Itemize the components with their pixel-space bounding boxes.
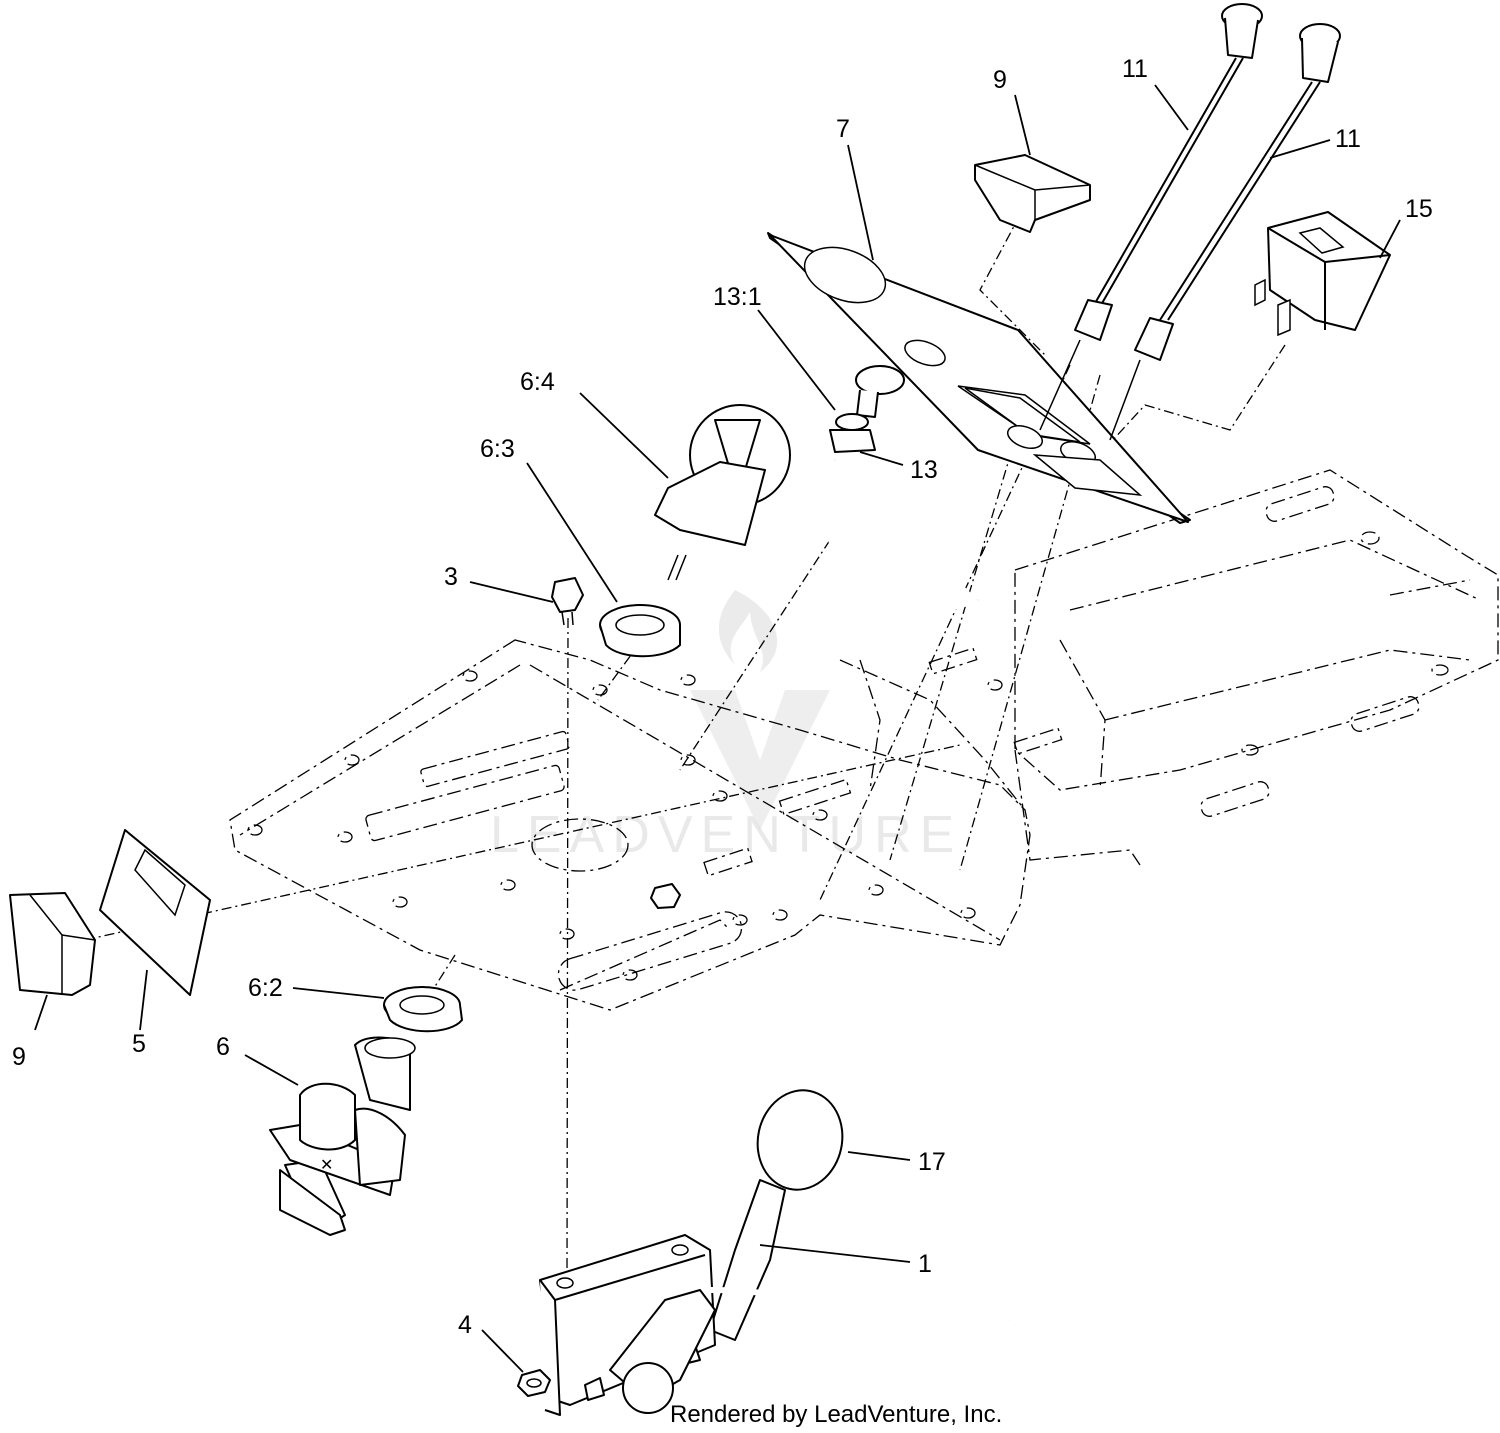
callout-6-2: 6:2 — [248, 974, 283, 1002]
throttle-control-part-1[interactable] — [539, 1179, 1011, 1416]
frame-phantom — [1014, 469, 1499, 866]
panel-hole-large — [803, 246, 887, 304]
callout-6-4: 6:4 — [520, 368, 555, 396]
callout-13-1: 13:1 — [713, 283, 762, 311]
indicator-lamp-part-11a[interactable] — [1039, 3, 1263, 431]
bezel-part-5[interactable] — [99, 829, 211, 996]
callout-6: 6 — [216, 1033, 230, 1061]
callout-9-lower: 9 — [12, 1043, 26, 1071]
panel-part-7[interactable] — [767, 232, 1191, 524]
callout-15: 15 — [1405, 195, 1433, 223]
cap-part-9-upper[interactable] — [974, 154, 1091, 233]
callout-7: 7 — [836, 115, 850, 143]
mounting-plate-phantom — [229, 639, 1063, 1011]
callout-6-3: 6:3 — [480, 435, 515, 463]
knob-part-17[interactable] — [749, 1082, 852, 1197]
choke-cable-part-13[interactable] — [823, 365, 979, 615]
watermark-flame-icon — [718, 590, 778, 672]
panel-hole-small — [904, 339, 946, 367]
switch-marking: ✕ — [320, 1157, 333, 1174]
render-credit: Rendered by LeadVenture, Inc. — [670, 1401, 1002, 1428]
ignition-switch-part-6[interactable]: ✕ — [269, 1036, 416, 1236]
callout-5: 5 — [132, 1030, 146, 1058]
nut-part-6-2[interactable] — [383, 986, 463, 1033]
callout-17: 17 — [918, 1148, 946, 1176]
indicator-lamp-part-11b[interactable] — [1109, 23, 1341, 441]
callout-1: 1 — [918, 1250, 932, 1278]
cap-part-9-lower[interactable] — [9, 892, 96, 996]
callout-4: 4 — [458, 1311, 472, 1339]
panel-rect-opening — [964, 387, 1081, 443]
callout-labels: 11 11 9 7 15 13:1 6:4 13 6:3 3 6:2 6 9 5… — [12, 55, 1433, 1339]
watermark: LEADVENTURE — [490, 590, 962, 864]
assembly-centerlines — [84, 214, 1286, 1276]
callout-3: 3 — [444, 563, 458, 591]
panel-rect-opening-lower — [1032, 454, 1143, 497]
key-part-6-4[interactable] — [654, 404, 791, 581]
nut-part-4[interactable] — [517, 1369, 551, 1397]
callout-11a: 11 — [1122, 55, 1148, 83]
bolt-part-3[interactable] — [551, 577, 584, 626]
callout-13: 13 — [910, 456, 938, 484]
leader-lines — [34, 84, 1401, 1373]
nut-part-6-3[interactable] — [599, 604, 681, 658]
plate-bolt — [650, 883, 681, 909]
switch-part-15[interactable] — [1254, 211, 1391, 337]
watermark-v-icon — [690, 690, 830, 830]
callout-9-upper: 9 — [993, 66, 1007, 94]
callout-11b: 11 — [1335, 125, 1361, 153]
watermark-text: LEADVENTURE — [490, 806, 962, 864]
